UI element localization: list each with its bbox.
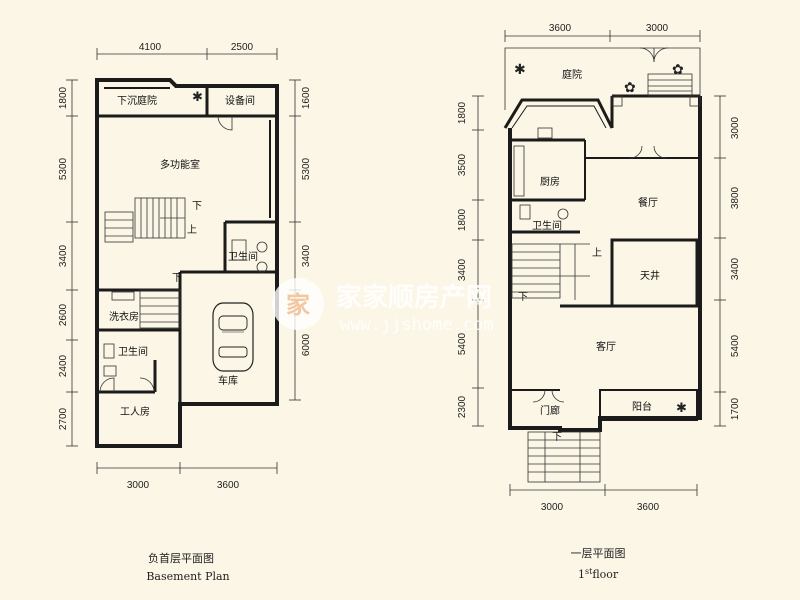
dim-label: 2400 — [58, 354, 69, 377]
room-label-kitchen: 厨房 — [540, 175, 560, 188]
room-label-atrium: 天井 — [640, 269, 660, 282]
dim-label: 1600 — [301, 86, 312, 109]
dim-label: 3000 — [127, 480, 150, 491]
dim-label: 3000 — [730, 116, 741, 139]
sink-icon — [256, 261, 268, 273]
dim-label: 3400 — [457, 258, 468, 281]
stair-direction-label: 上 — [592, 247, 602, 259]
toilet-icon — [519, 204, 531, 220]
flower-pot-icon: ✿ — [624, 80, 636, 96]
first-floor-walls: ✱ ✱ ✿ ✿ — [503, 47, 702, 483]
room-label-laundry: 洗衣房 — [109, 310, 139, 323]
dim-label: 1800 — [457, 101, 468, 124]
dim-label: 5400 — [457, 332, 468, 355]
watermark-brand: 家家顺房产网 — [336, 282, 492, 313]
sink-icon — [103, 365, 117, 377]
toilet-icon — [256, 241, 268, 253]
bathtub-fixture — [231, 239, 247, 261]
stove-icon — [537, 127, 553, 139]
dim-label: 1700 — [730, 397, 741, 420]
first-dims-right: 3000 3800 3400 5400 1700 — [714, 95, 741, 427]
plan-caption-en: 1stfloor — [578, 567, 619, 581]
room-label-living: 客厅 — [596, 340, 616, 353]
dim-label: 1800 — [58, 86, 69, 109]
caption-number: 1 — [578, 568, 585, 581]
room-label-garage: 车库 — [218, 374, 238, 387]
dim-label: 2700 — [58, 407, 69, 430]
dim-label: 1800 — [457, 208, 468, 231]
room-label-equipment: 设备间 — [225, 94, 255, 107]
laundry-counter — [111, 291, 135, 301]
basement-stair — [104, 197, 186, 329]
first-dims-top: 3600 3000 — [504, 23, 701, 42]
room-label-balcony: 阳台 — [632, 400, 652, 413]
watermark-logo-text: 家 — [286, 291, 310, 319]
room-label-bathroom: 卫生间 — [532, 219, 562, 232]
first-dims-bottom: 3000 3600 — [509, 484, 698, 513]
watermark-url: www.jjshome.com — [340, 315, 494, 335]
first-floor-stair — [511, 243, 590, 300]
basement-dims-left: 1800 5300 3400 2600 2400 2700 — [58, 79, 78, 447]
dim-label: 2300 — [457, 395, 468, 418]
watermark-logo-icon — [272, 278, 324, 330]
plant-icon: ✱ — [192, 90, 203, 105]
basement-dims-right: 1600 5300 3400 6000 — [289, 79, 312, 401]
dim-label: 3600 — [637, 502, 660, 513]
room-label-courtyard: 庭院 — [562, 68, 582, 81]
plant-icon: ✱ — [676, 401, 687, 416]
dim-label: 3400 — [730, 257, 741, 280]
plan-caption-en: Basement Plan — [146, 570, 229, 583]
room-label-bathroom: 卫生间 — [228, 250, 258, 263]
sink-icon — [557, 208, 569, 220]
dim-label: 3400 — [58, 244, 69, 267]
room-label-bathroom: 卫生间 — [118, 345, 148, 358]
stair-direction-label: 下 — [172, 273, 182, 284]
stair-direction-label: 下 — [192, 201, 202, 212]
dim-label: 3400 — [301, 244, 312, 267]
dim-label: 2600 — [58, 303, 69, 326]
dim-label: 3500 — [457, 153, 468, 176]
basement-dims-top: 4100 2500 — [96, 42, 278, 60]
room-label-sunken-court: 下沉庭院 — [117, 94, 157, 107]
toilet-icon — [103, 343, 115, 359]
dim-label: 4100 — [139, 42, 162, 53]
dim-label: 5400 — [730, 334, 741, 357]
dim-label: 3000 — [541, 502, 564, 513]
dim-label: 6000 — [301, 333, 312, 356]
basement-dims-bottom: 3000 3600 — [96, 462, 278, 491]
dim-label: 3600 — [549, 23, 572, 34]
dim-label: 5300 — [301, 157, 312, 180]
dim-label: 3000 — [646, 23, 669, 34]
car-icon — [212, 302, 254, 372]
room-label-staff: 工人房 — [120, 405, 150, 418]
stair-direction-label: 上 — [187, 224, 197, 236]
flower-pot-icon: ✿ — [672, 62, 684, 78]
first-floor-plan: 3600 3000 3000 3600 1800 3500 1800 3400 — [457, 23, 741, 581]
basement-plan: 4100 2500 3000 3600 1800 5300 3400 2600 — [58, 42, 312, 583]
first-dims-left: 1800 3500 1800 3400 5400 2300 — [457, 95, 484, 427]
caption-superscript: st — [585, 567, 593, 576]
room-label-dining: 餐厅 — [638, 196, 658, 209]
stair-direction-label: 下 — [518, 292, 528, 303]
room-label-porch: 门廊 — [540, 404, 560, 417]
dim-label: 2500 — [231, 42, 254, 53]
plan-caption-cn: 负首层平面图 — [148, 551, 214, 565]
watermark: 家 家家顺房产网 www.jjshome.com — [272, 278, 494, 335]
caption-floor-word: floor — [592, 568, 619, 581]
plan-caption-cn: 一层平面图 — [571, 547, 626, 560]
dim-label: 5300 — [58, 157, 69, 180]
dim-label: 3600 — [217, 480, 240, 491]
room-label-multi-function: 多功能室 — [160, 158, 200, 171]
stair-direction-label: 下 — [552, 432, 562, 443]
plant-icon: ✱ — [514, 62, 526, 78]
dim-label: 3800 — [730, 186, 741, 209]
basement-walls: ✱ — [95, 78, 279, 448]
